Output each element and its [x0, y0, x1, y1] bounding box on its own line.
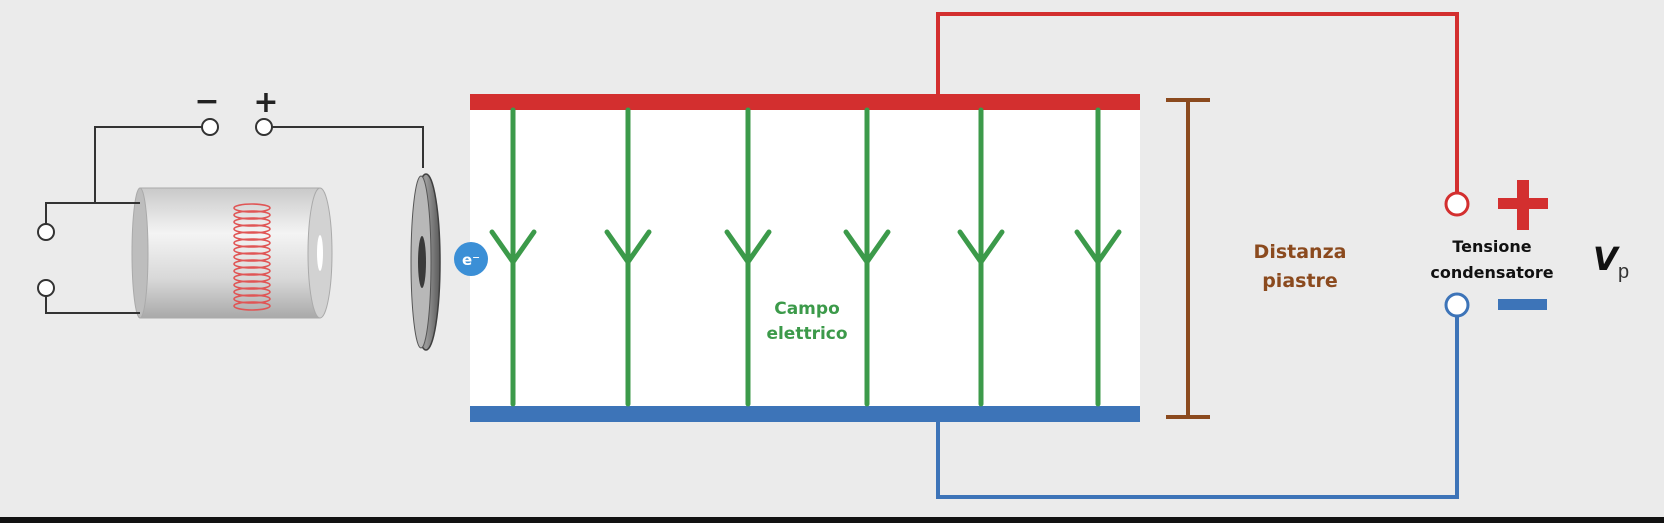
field-line [957, 107, 1005, 407]
field-line [604, 107, 652, 407]
field-region [470, 104, 1140, 410]
field-lines [489, 107, 1122, 407]
heater-terminal-bottom [37, 279, 55, 297]
heater-coil [233, 203, 271, 311]
positive-wire [936, 12, 1459, 193]
field-line [724, 107, 772, 407]
field-label-line1: Campo [774, 299, 840, 319]
source-plus-sign: + [253, 85, 278, 120]
voltage-label-line1: Tensione [1452, 237, 1531, 256]
source-terminal-minus [201, 118, 219, 136]
electron-label: e⁻ [462, 251, 480, 269]
capacitor-terminal-positive [1444, 191, 1470, 217]
field-line [1074, 107, 1122, 407]
voltage-label-line2: condensatore [1430, 263, 1553, 282]
plate-distance-bracket [1166, 98, 1210, 419]
heater-terminal-top [37, 223, 55, 241]
capacitor-plus-sign [1498, 180, 1548, 230]
cathode-heater [131, 187, 333, 319]
anode-ring [410, 173, 441, 351]
voltage-subscript: p [1618, 261, 1629, 283]
negative-wire [936, 314, 1459, 499]
field-line [843, 107, 891, 407]
field-label-line2: elettrico [766, 324, 847, 344]
distance-label-line2: piastre [1262, 270, 1338, 292]
distance-label-line1: Distanza [1254, 241, 1347, 263]
source-minus-sign: − [194, 84, 219, 119]
capacitor-minus-sign [1498, 299, 1547, 310]
voltage-symbol: V [1593, 240, 1620, 278]
field-line [489, 107, 537, 407]
source-terminal-plus [255, 118, 273, 136]
capacitor-terminal-negative [1444, 292, 1470, 318]
negative-plate [470, 406, 1140, 422]
bottom-border [0, 517, 1664, 523]
positive-plate [470, 94, 1140, 110]
electron-dot [454, 242, 488, 276]
